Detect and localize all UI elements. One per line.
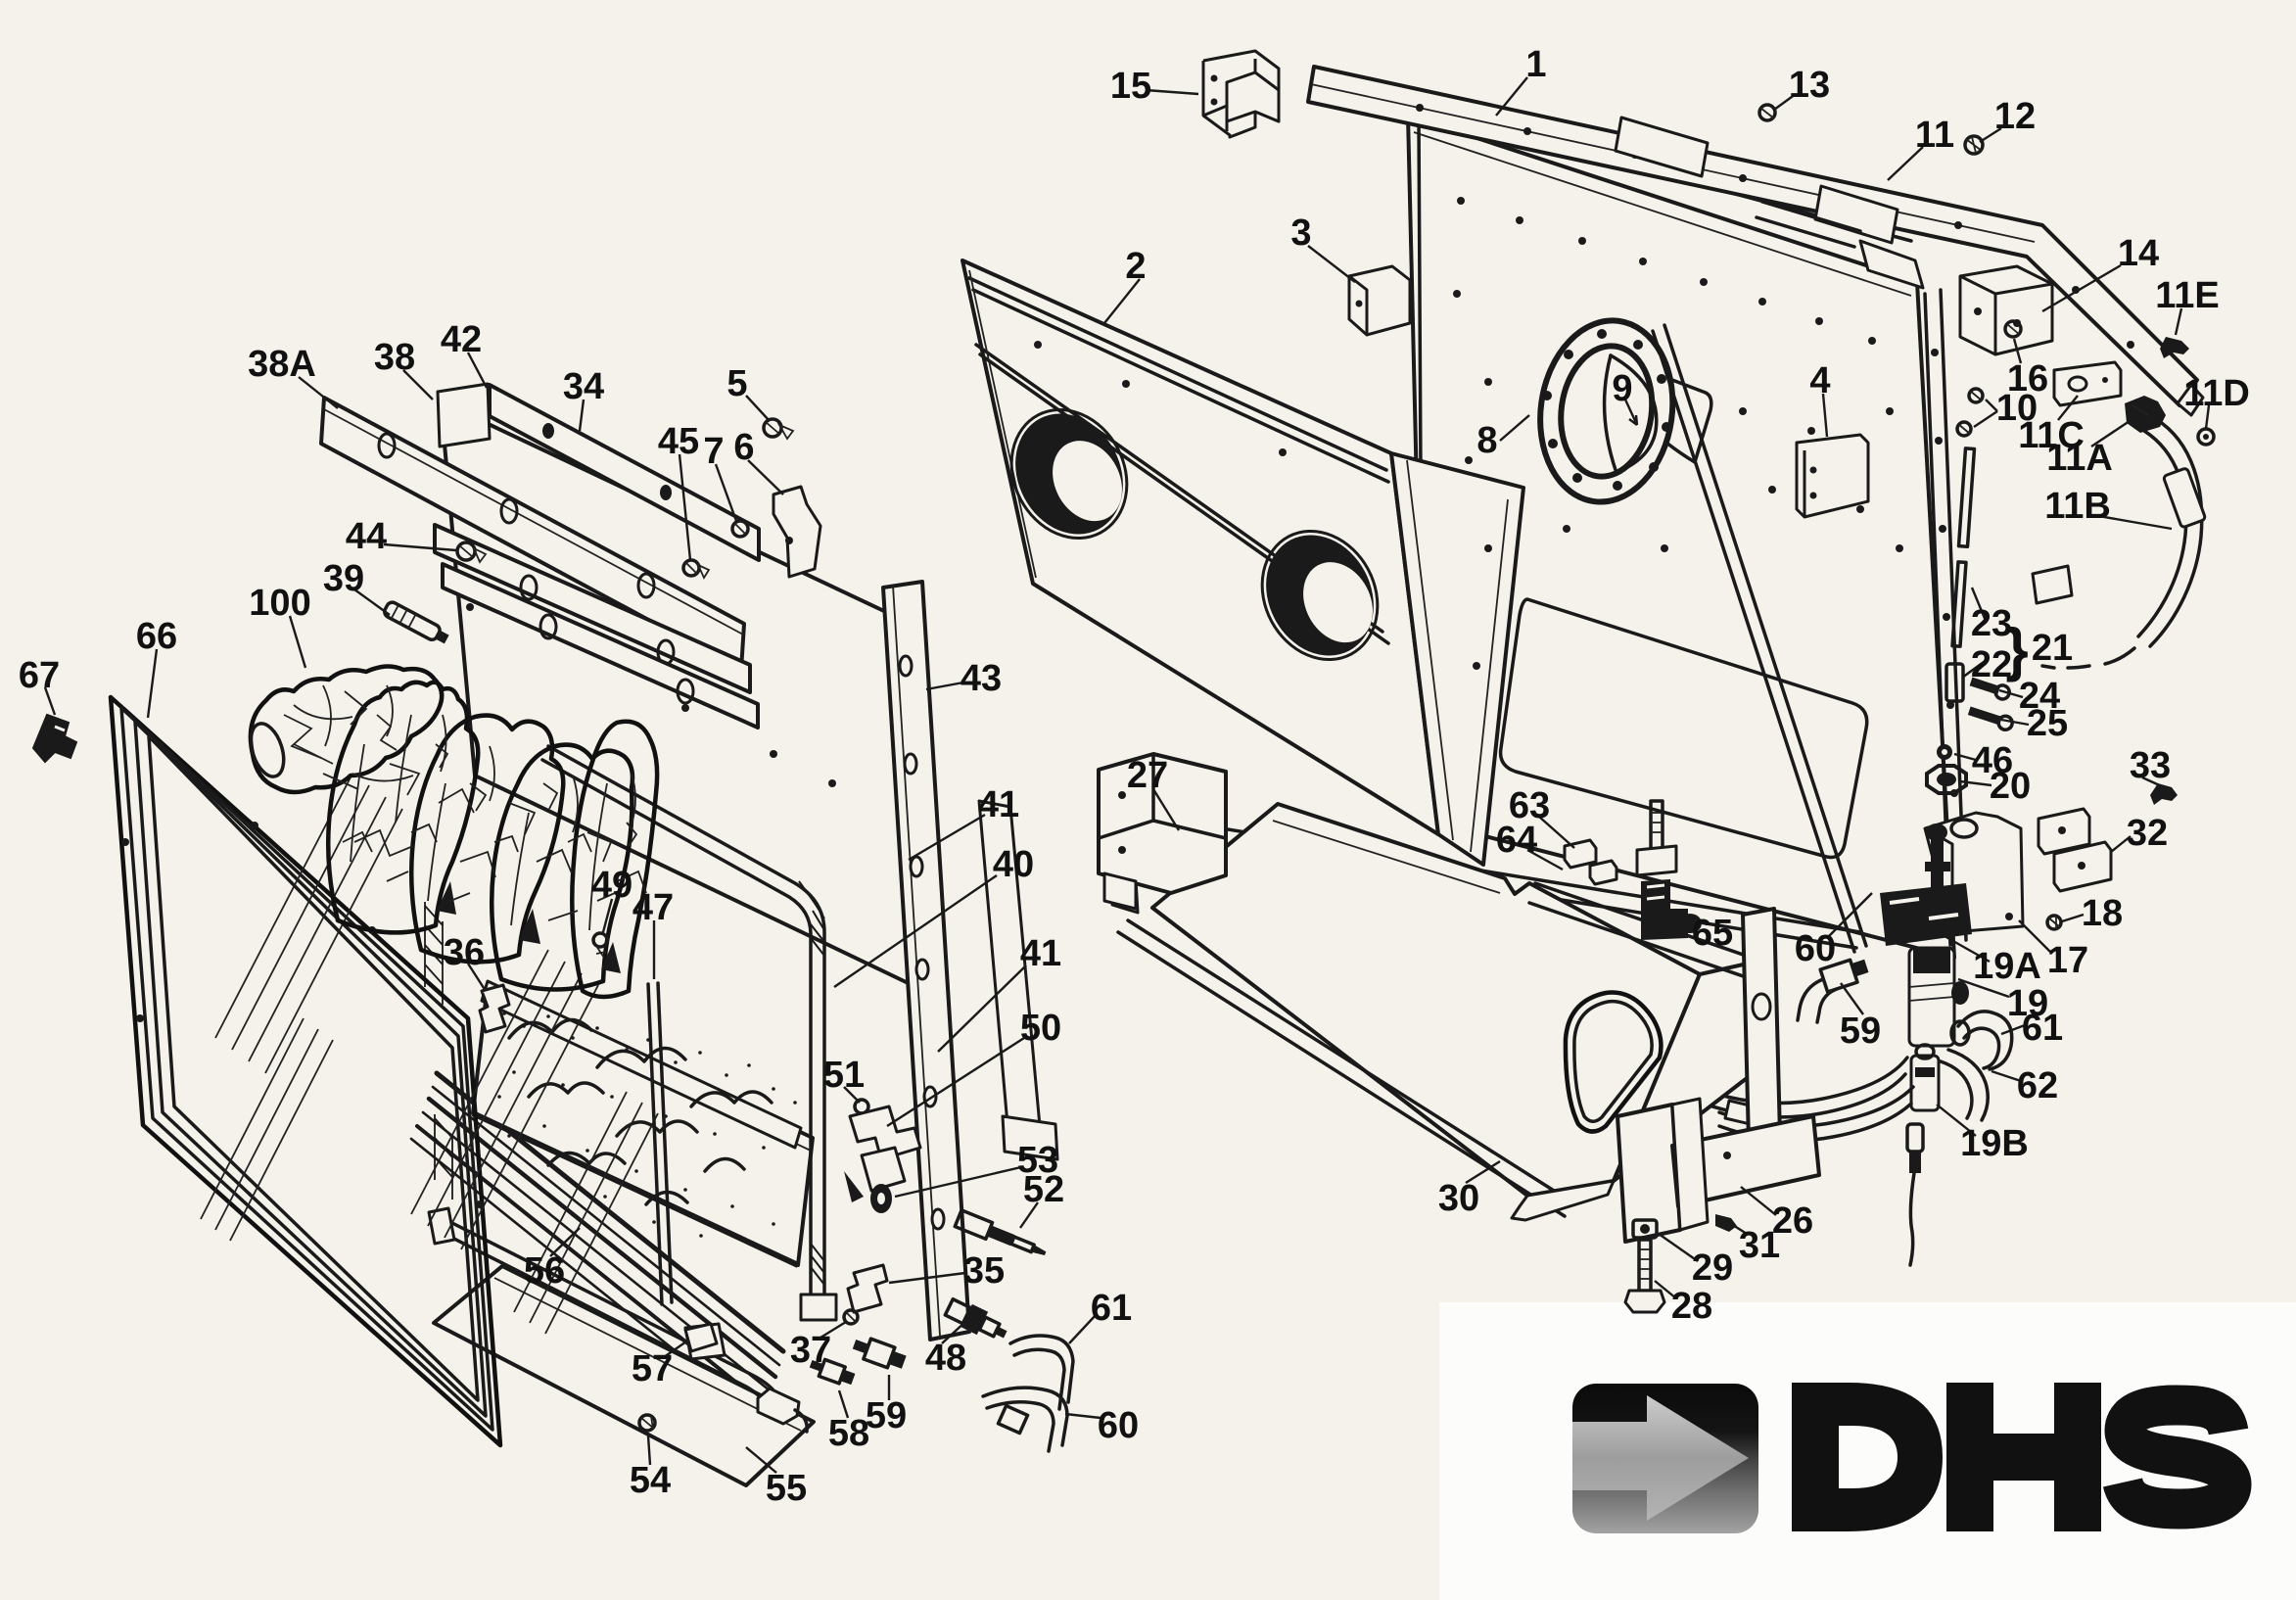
svg-text:65: 65 <box>1692 913 1733 954</box>
svg-text:16: 16 <box>2007 358 2048 400</box>
svg-text:44: 44 <box>346 516 387 557</box>
svg-text:60: 60 <box>1098 1405 1139 1446</box>
svg-text:8: 8 <box>1476 420 1497 461</box>
svg-text:11D: 11D <box>2183 373 2250 414</box>
svg-text:66: 66 <box>136 616 177 657</box>
svg-text:39: 39 <box>323 558 364 599</box>
svg-text:19: 19 <box>2007 983 2048 1024</box>
svg-text:5: 5 <box>726 363 747 404</box>
svg-text:11E: 11E <box>2155 275 2220 316</box>
svg-text:59: 59 <box>866 1395 907 1436</box>
svg-text:21: 21 <box>2032 628 2073 669</box>
svg-text:14: 14 <box>2118 233 2159 274</box>
svg-text:49: 49 <box>591 865 633 906</box>
svg-text:36: 36 <box>444 932 485 973</box>
svg-text:19A: 19A <box>1973 946 2041 987</box>
svg-text:25: 25 <box>2027 703 2068 744</box>
svg-text:28: 28 <box>1671 1286 1712 1327</box>
svg-text:56: 56 <box>524 1250 565 1292</box>
svg-text:11A: 11A <box>2046 438 2113 479</box>
svg-text:26: 26 <box>1772 1200 1813 1242</box>
svg-text:22: 22 <box>1971 644 2012 685</box>
svg-text:63: 63 <box>1509 785 1550 826</box>
svg-text:20: 20 <box>1990 766 2031 807</box>
svg-text:67: 67 <box>19 655 60 696</box>
svg-text:40: 40 <box>993 844 1034 885</box>
svg-text:59: 59 <box>1840 1011 1881 1052</box>
svg-text:43: 43 <box>961 658 1002 699</box>
svg-text:38A: 38A <box>248 344 316 385</box>
svg-text:64: 64 <box>1496 820 1537 861</box>
svg-text:2: 2 <box>1125 246 1146 287</box>
svg-text:23: 23 <box>1971 603 2012 644</box>
svg-text:58: 58 <box>828 1413 869 1454</box>
svg-text:48: 48 <box>925 1338 966 1379</box>
svg-text:46: 46 <box>1972 740 2013 781</box>
svg-text:9: 9 <box>1612 368 1632 409</box>
svg-text:11: 11 <box>1915 115 1954 156</box>
svg-text:24: 24 <box>2019 676 2060 717</box>
svg-text:11B: 11B <box>2044 486 2111 527</box>
svg-text:35: 35 <box>963 1250 1005 1292</box>
svg-text:38: 38 <box>374 337 415 378</box>
svg-text:41: 41 <box>978 784 1019 825</box>
svg-text:62: 62 <box>2017 1065 2058 1106</box>
svg-text:29: 29 <box>1692 1247 1733 1289</box>
svg-text:10: 10 <box>1996 388 2038 429</box>
svg-text:47: 47 <box>633 887 674 928</box>
svg-text:27: 27 <box>1127 755 1168 796</box>
svg-text:61: 61 <box>1091 1288 1132 1329</box>
svg-text:18: 18 <box>2082 893 2123 934</box>
svg-text:51: 51 <box>823 1055 865 1096</box>
svg-text:32: 32 <box>2127 813 2168 854</box>
svg-text:52: 52 <box>1023 1169 1064 1210</box>
svg-text:45: 45 <box>658 421 699 462</box>
svg-text:30: 30 <box>1438 1178 1479 1219</box>
svg-text:7: 7 <box>703 431 724 472</box>
svg-text:100: 100 <box>249 583 310 624</box>
svg-text:1: 1 <box>1525 44 1546 85</box>
svg-text:37: 37 <box>790 1330 831 1371</box>
svg-text:54: 54 <box>630 1460 671 1501</box>
svg-text:53: 53 <box>1017 1140 1058 1181</box>
svg-text:42: 42 <box>441 319 482 360</box>
svg-text:12: 12 <box>1994 96 2036 137</box>
svg-text:50: 50 <box>1020 1008 1061 1049</box>
svg-text:55: 55 <box>766 1468 807 1509</box>
svg-text:41: 41 <box>1020 933 1061 974</box>
svg-text:33: 33 <box>2130 745 2171 786</box>
svg-text:57: 57 <box>632 1348 673 1389</box>
svg-text:3: 3 <box>1290 212 1311 254</box>
svg-text:60: 60 <box>1795 928 1836 969</box>
svg-text:61: 61 <box>2022 1008 2063 1049</box>
svg-text:4: 4 <box>1809 360 1830 401</box>
svg-text:34: 34 <box>563 366 604 407</box>
svg-text:31: 31 <box>1739 1225 1780 1266</box>
svg-text:13: 13 <box>1789 65 1830 106</box>
svg-text:19B: 19B <box>1960 1123 2029 1164</box>
svg-text:6: 6 <box>733 427 754 468</box>
svg-text:}: } <box>2005 617 2028 682</box>
svg-text:15: 15 <box>1110 66 1151 107</box>
svg-text:17: 17 <box>2047 940 2088 981</box>
svg-text:11C: 11C <box>2018 415 2085 456</box>
